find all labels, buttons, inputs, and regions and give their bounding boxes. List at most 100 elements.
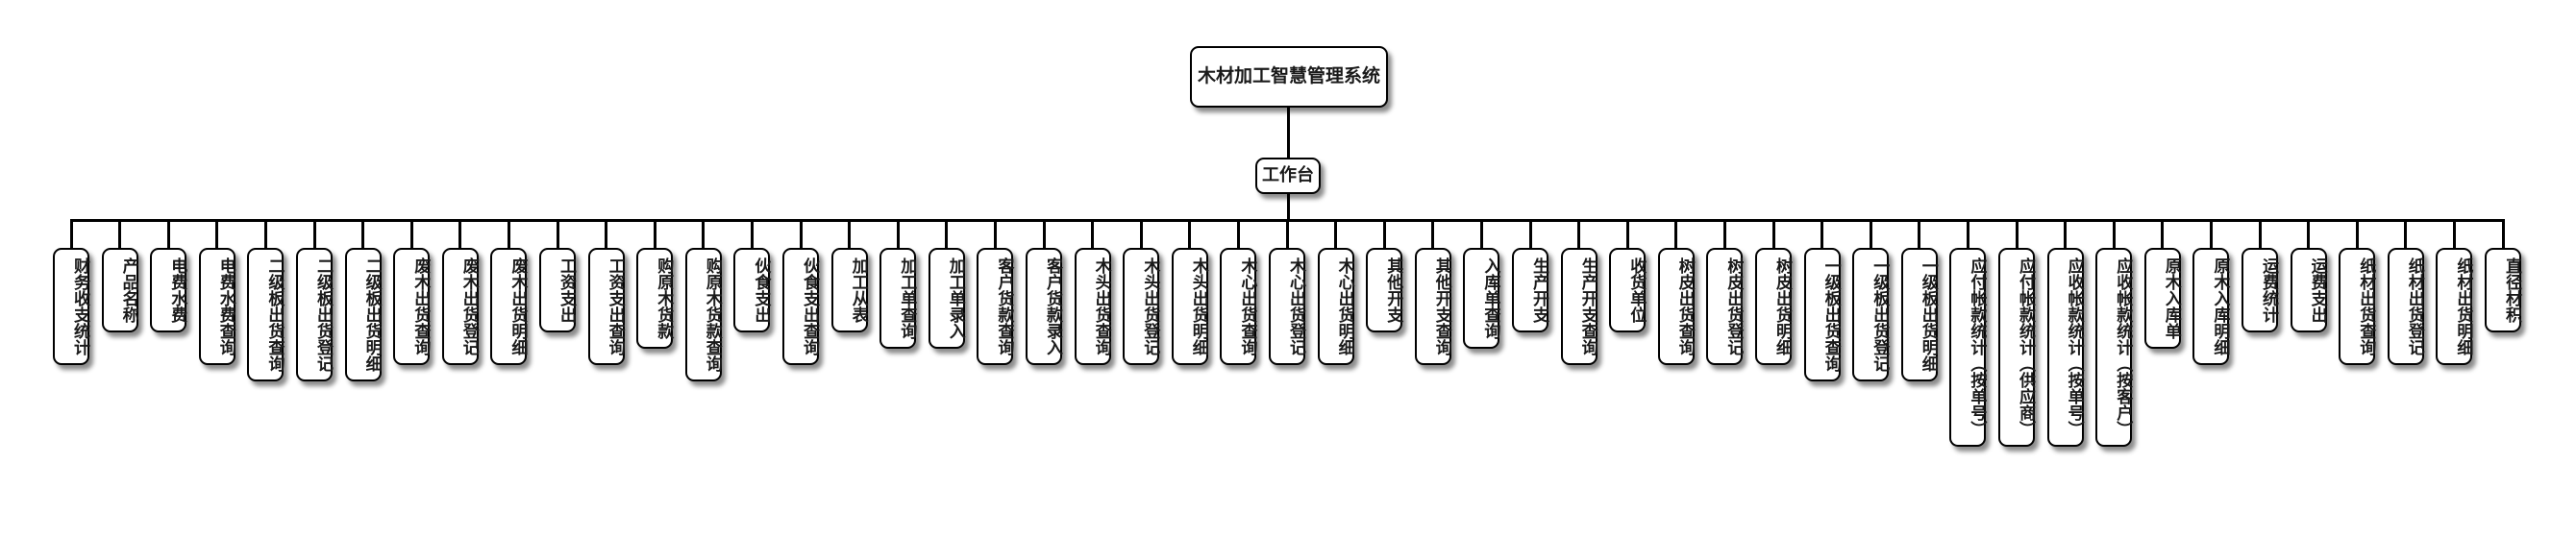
leaf-node[interactable]: 电费水费查询 [198, 248, 235, 365]
leaf-node[interactable]: 一级板出货查询 [1803, 248, 1841, 381]
leaf-connector [1285, 220, 1289, 249]
leaf-connector [2112, 220, 2116, 249]
leaf-node[interactable]: 树皮出货登记 [1706, 248, 1744, 365]
leaf-node[interactable]: 原木入库单 [2143, 248, 2181, 349]
root-node-system-title[interactable]: 木材加工智慧管理系统 [1190, 46, 1388, 108]
leaf-node[interactable]: 应收帐款统计（按客户） [2095, 248, 2133, 447]
leaf-connector [1528, 220, 1532, 249]
leaf-node[interactable]: 伙食支出 [733, 248, 771, 332]
leaf-connector [1236, 220, 1240, 249]
leaf-node[interactable]: 废木出货查询 [393, 248, 431, 365]
leaf-node[interactable]: 应收帐款统计（按单号） [2046, 248, 2084, 447]
leaf-node[interactable]: 其他开支查询 [1414, 248, 1451, 365]
leaf-node[interactable]: 纸材出货登记 [2387, 248, 2424, 365]
leaf-node[interactable]: 木心出货查询 [1220, 248, 1257, 365]
leaf-node[interactable]: 生产开支查询 [1560, 248, 1598, 365]
leaf-connector [1918, 220, 1921, 249]
leaf-node[interactable]: 二级板出货明细 [344, 248, 382, 381]
leaf-connector [1479, 220, 1483, 249]
leaf-node[interactable]: 客户货款查询 [977, 248, 1014, 365]
leaf-node[interactable]: 工资支出 [539, 248, 576, 332]
leaf-node[interactable]: 运费统计 [2242, 248, 2278, 332]
leaf-connector [2209, 220, 2213, 249]
leaf-connector [2258, 220, 2262, 249]
leaf-connector [653, 220, 656, 249]
leaf-connector [2404, 220, 2408, 249]
leaf-connector [848, 220, 852, 249]
leaf-connector [409, 220, 413, 249]
leaf-connector [263, 220, 267, 249]
leaf-connector [1431, 220, 1435, 249]
leaf-node[interactable]: 一级板出货登记 [1852, 248, 1890, 381]
leaf-connector [2307, 220, 2311, 249]
leaf-node[interactable]: 电费水费 [150, 248, 187, 332]
leaf-connector [702, 220, 706, 249]
leaf-connector [1771, 220, 1775, 249]
leaf-node[interactable]: 木头出货查询 [1074, 248, 1111, 365]
leaf-connector [2161, 220, 2165, 249]
leaf-connector [2015, 220, 2019, 249]
leaf-node[interactable]: 树皮出货查询 [1657, 248, 1695, 365]
leaf-node[interactable]: 其他开支 [1366, 248, 1403, 332]
leaf-node[interactable]: 客户货款录入 [1026, 248, 1062, 365]
leaf-connector [118, 220, 122, 249]
leaf-node[interactable]: 加工从表 [830, 248, 868, 332]
leaf-node[interactable]: 伙食支出查询 [782, 248, 819, 365]
root-to-hub-connector [1287, 108, 1290, 158]
leaf-connector [1382, 220, 1386, 249]
leaf-node[interactable]: 直径材积 [2485, 248, 2521, 332]
leaf-node[interactable]: 工资支出查询 [587, 248, 625, 365]
leaf-connector [1869, 220, 1872, 249]
leaf-node[interactable]: 产品名称 [101, 248, 138, 332]
leaf-node[interactable]: 废木出货登记 [441, 248, 479, 365]
leaf-connector [458, 220, 462, 249]
leaf-connector [1821, 220, 1824, 249]
leaf-connector [2355, 220, 2359, 249]
leaf-node[interactable]: 生产开支 [1512, 248, 1548, 332]
leaf-connector [69, 220, 73, 249]
leaf-node[interactable]: 财务收支统计 [53, 248, 89, 365]
leaf-node[interactable]: 加工单查询 [879, 248, 917, 349]
leaf-connector [896, 220, 900, 249]
leaf-node[interactable]: 废木出货明细 [490, 248, 528, 365]
leaf-node[interactable]: 入库单查询 [1463, 248, 1500, 349]
leaf-connector [799, 220, 803, 249]
leaf-connector [993, 220, 997, 249]
leaf-node[interactable]: 收货单位 [1609, 248, 1647, 332]
leaf-connector [2452, 220, 2456, 249]
leaf-node[interactable]: 加工单录入 [928, 248, 965, 349]
leaf-node[interactable]: 原木入库明细 [2192, 248, 2230, 365]
leaf-node[interactable]: 木心出货明细 [1317, 248, 1354, 365]
leaf-connector [1577, 220, 1581, 249]
leaf-node[interactable]: 一级板出货明细 [1900, 248, 1938, 381]
leaf-node[interactable]: 木心出货登记 [1269, 248, 1305, 365]
leaf-connector [750, 220, 754, 249]
leaf-connector [361, 220, 365, 249]
leaf-connector [507, 220, 510, 249]
leaf-node[interactable]: 纸材出货查询 [2339, 248, 2376, 365]
leaf-node[interactable]: 木头出货登记 [1123, 248, 1160, 365]
leaf-connector [1139, 220, 1143, 249]
leaf-connector [1674, 220, 1678, 249]
leaf-connector [166, 220, 170, 249]
leaf-node[interactable]: 购原木货款 [636, 248, 674, 349]
leaf-node[interactable]: 木头出货明细 [1171, 248, 1208, 365]
leaf-connector [1722, 220, 1726, 249]
leaf-connector [1966, 220, 1969, 249]
leaf-connector [556, 220, 559, 249]
leaf-node[interactable]: 应付帐款统计（按单号） [1949, 248, 1987, 447]
leaf-node[interactable]: 运费支出 [2290, 248, 2327, 332]
leaf-node[interactable]: 纸材出货明细 [2436, 248, 2473, 365]
leaf-node[interactable]: 购原木货款查询 [684, 248, 722, 381]
leaf-connector [1188, 220, 1192, 249]
leaf-connector [945, 220, 949, 249]
leaf-connector [2064, 220, 2068, 249]
leaf-connector [1334, 220, 1338, 249]
hub-node-workbench[interactable]: 工作台 [1255, 158, 1321, 194]
leaf-node[interactable]: 树皮出货明细 [1755, 248, 1792, 365]
leaf-node[interactable]: 二级板出货登记 [296, 248, 333, 381]
leaf-connector [2501, 220, 2505, 249]
leaf-node[interactable]: 应付帐款统计（供应商） [1998, 248, 2035, 447]
leaf-node[interactable]: 二级板出货查询 [247, 248, 285, 381]
